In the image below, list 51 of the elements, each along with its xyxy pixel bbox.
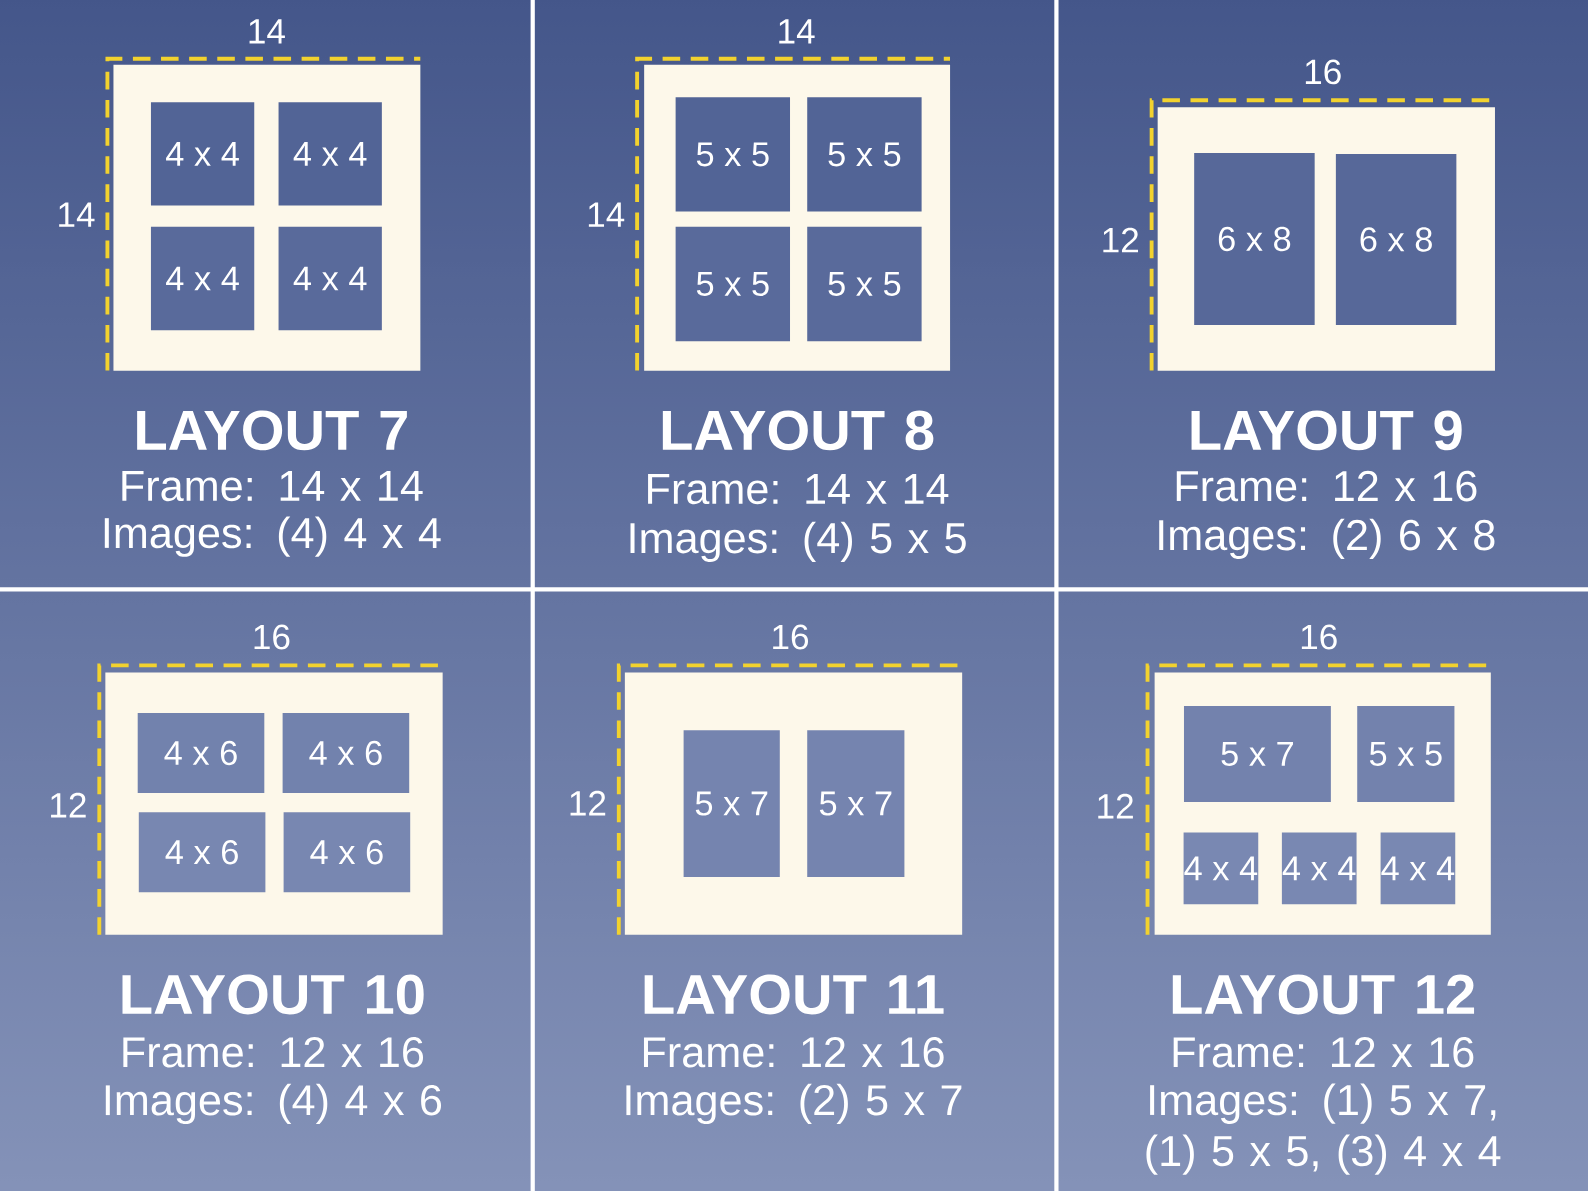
dimension-label: 16 [254,624,290,650]
photo-opening: 6 x 8 [1335,153,1457,326]
photo-opening: 4 x 4 [1380,832,1456,905]
dimension-label: 12 [1103,227,1138,253]
layout-title: LAYOUT 11 [644,974,944,1015]
photo-opening: 5 x 5 [1357,705,1455,803]
dimension-label: 12 [1098,793,1133,819]
photo-opening: 4 x 4 [1281,832,1357,905]
dimension-label: 12 [51,792,86,818]
photo-opening: 4 x 4 [278,102,382,206]
images-text: Images: (2) 6 x 8 [1159,518,1495,559]
images-text: Images: (4) 4 x 6 [105,1083,442,1125]
dimension-label: 14 [588,202,625,227]
layout-title: LAYOUT 10 [122,974,424,1015]
photo-opening: 4 x 4 [1183,832,1259,905]
layout-title: LAYOUT 9 [1191,410,1462,451]
photo-opening: 5 x 7 [683,730,780,878]
photo-opening: 5 x 5 [675,226,790,342]
photo-opening: 4 x 6 [137,713,265,793]
images-text: Images: (4) 5 x 5 [630,521,966,562]
photo-opening: 6 x 8 [1194,152,1315,326]
layout-title: LAYOUT 12 [1172,974,1475,1015]
photo-opening: 5 x 7 [1183,705,1331,803]
frame-size-text: Frame: 12 x 16 [1173,1036,1474,1068]
dimension-label: 12 [570,790,606,816]
frame-size-text: Frame: 14 x 14 [648,474,949,505]
images-text: Images: (2) 5 x 7 [626,1083,962,1125]
photo-opening: 5 x 5 [675,97,790,212]
frame-size-text: Frame: 12 x 16 [643,1036,944,1068]
dimension-label: 14 [249,19,285,44]
images-text: Images: (1) 5 x 7, (1) 5 x 5, (3) 4 x 4 [1146,1083,1501,1175]
dimension-label: 14 [779,19,815,44]
layout-title: LAYOUT 8 [662,410,934,451]
photo-opening: 4 x 6 [138,812,266,893]
frame-size-text: Frame: 12 x 16 [123,1036,424,1068]
photo-opening: 4 x 4 [150,102,255,206]
photo-opening: 5 x 5 [807,97,922,212]
dimension-label: 16 [1305,59,1341,85]
photo-opening: 4 x 4 [278,226,382,331]
photo-opening: 5 x 5 [807,226,922,342]
photo-opening: 4 x 4 [150,226,255,331]
dimension-label: 14 [59,202,95,227]
dimension-label: 16 [773,624,809,650]
frame-size-text: Frame: 14 x 14 [122,471,423,502]
dimension-label: 16 [1301,624,1337,650]
photo-opening: 4 x 6 [282,713,410,793]
photo-opening: 5 x 7 [807,730,905,878]
images-text: Images: (4) 4 x 4 [104,516,441,557]
photo-opening: 4 x 6 [283,812,411,893]
frame-size-text: Frame: 12 x 16 [1176,470,1477,502]
layout-title: LAYOUT 7 [137,410,407,451]
